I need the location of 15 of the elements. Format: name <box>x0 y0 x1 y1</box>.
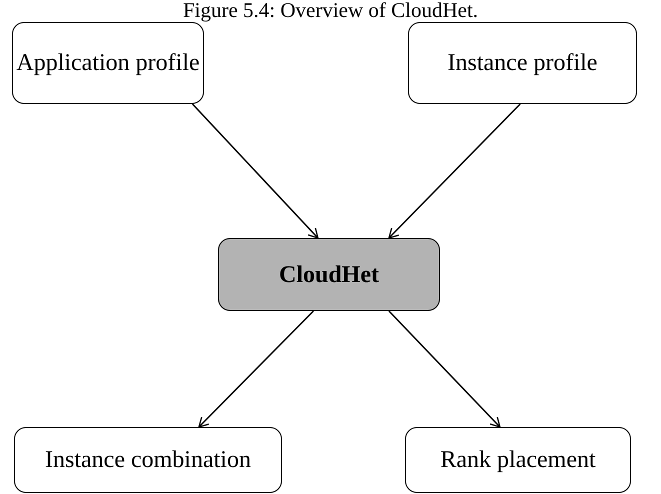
node-label: Application profile <box>16 49 200 77</box>
process-box <box>12 22 204 104</box>
process-box <box>14 427 282 493</box>
node-label: CloudHet <box>278 260 379 288</box>
node-label: Rank placement <box>440 446 596 474</box>
process-box <box>408 22 637 104</box>
figure-title: Figure 5.4: Overview of CloudHet. <box>182 0 480 22</box>
arrow <box>192 103 319 239</box>
node-label: Instance profile <box>448 49 598 77</box>
process-box <box>405 427 631 493</box>
arrow <box>198 310 314 428</box>
arrow <box>388 103 521 239</box>
arrow <box>388 310 501 428</box>
process-box <box>218 238 440 311</box>
node-label: Instance combination <box>45 446 251 474</box>
